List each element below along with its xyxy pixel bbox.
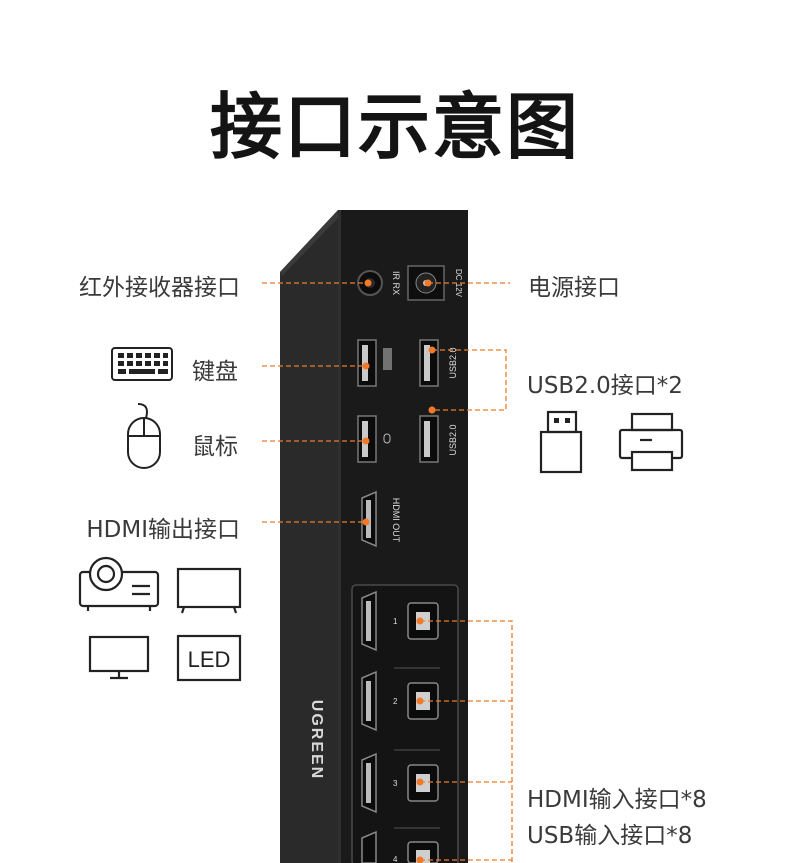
usb20-port-1 bbox=[419, 339, 439, 387]
monitor-icon bbox=[88, 635, 150, 680]
ir-receiver-label: 红外接收器接口 bbox=[79, 275, 240, 301]
keyboard-label: 键盘 bbox=[192, 359, 238, 385]
port-number-2: 2 bbox=[393, 697, 398, 706]
printer-icon bbox=[618, 412, 684, 472]
usb20-port-2 bbox=[419, 415, 439, 463]
hdmi-out-text: HDMI OUT bbox=[391, 498, 401, 543]
hdmi-out-label: HDMI输出接口 bbox=[86, 517, 240, 543]
mouse-icon bbox=[127, 403, 161, 469]
usb20-text-1: USB2.0 bbox=[448, 347, 458, 378]
tv-icon bbox=[176, 567, 242, 614]
input-port-pair-3 bbox=[361, 752, 439, 814]
input-port-pair-2 bbox=[361, 670, 439, 732]
led-icon-text: LED bbox=[188, 647, 231, 672]
keyboard-icon bbox=[111, 347, 173, 381]
hdmi-out-port bbox=[361, 490, 377, 548]
port-number-3: 3 bbox=[393, 779, 398, 788]
usb-drive-icon bbox=[539, 410, 583, 474]
dc-port-text: DC 12V bbox=[454, 269, 463, 298]
input-port-pair-4 bbox=[361, 830, 439, 863]
brand-logo-text: UGREEN bbox=[308, 700, 325, 780]
usb-in-label: USB输入接口*8 bbox=[527, 823, 693, 849]
power-port-label: 电源接口 bbox=[528, 275, 620, 301]
led-display-icon: LED bbox=[176, 634, 242, 682]
port-number-1: 1 bbox=[393, 617, 398, 626]
ir-port-text: IR RX bbox=[391, 271, 401, 295]
usb-port-label: USB2.0接口*2 bbox=[527, 373, 683, 399]
projector-icon bbox=[78, 556, 160, 611]
usb20-text-2: USB2.0 bbox=[448, 424, 458, 455]
hdmi-in-label: HDMI输入接口*8 bbox=[527, 787, 707, 813]
callout-dots bbox=[362, 279, 436, 863]
mouse-label: 鼠标 bbox=[192, 434, 238, 460]
callout-lines bbox=[262, 282, 513, 863]
page-title: 接口示意图 bbox=[209, 85, 580, 169]
port-number-4: 4 bbox=[393, 855, 398, 863]
